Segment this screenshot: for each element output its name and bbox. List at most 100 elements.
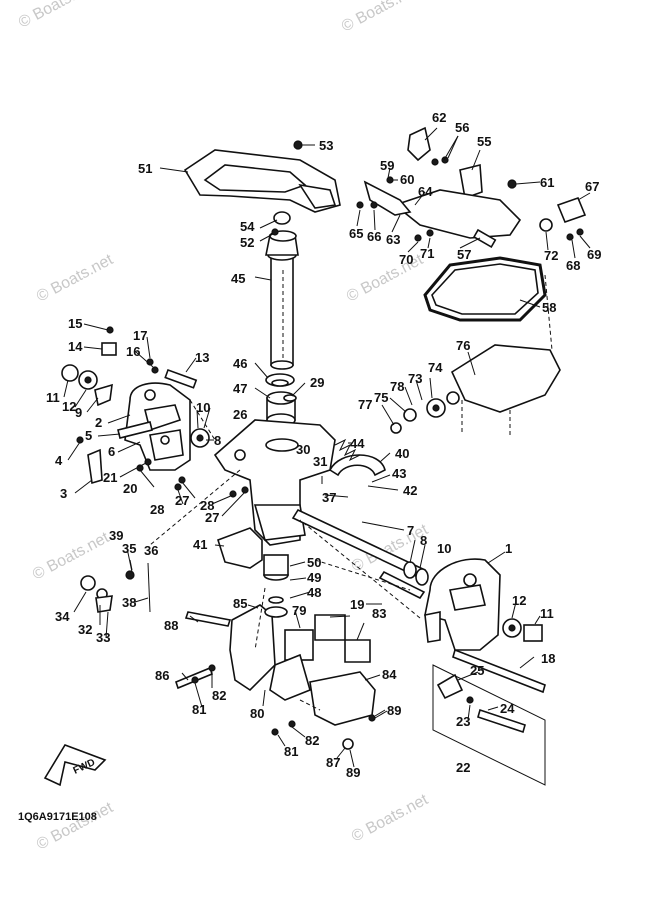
callout-57: 57 <box>457 247 471 262</box>
callout-69: 69 <box>587 247 601 262</box>
callout-12-left: 12 <box>62 399 76 414</box>
callout-68: 68 <box>566 258 580 273</box>
callout-27-right: 27 <box>205 510 219 525</box>
callout-49: 49 <box>307 570 321 585</box>
callout-47: 47 <box>233 381 247 396</box>
swivel-bracket <box>213 419 336 546</box>
callout-3: 3 <box>60 486 67 501</box>
callout-86: 86 <box>155 668 169 683</box>
callout-81-lower: 81 <box>284 744 298 759</box>
callout-67: 67 <box>585 179 599 194</box>
callout-79: 79 <box>292 603 306 618</box>
callout-35: 35 <box>122 541 136 556</box>
callout-60: 60 <box>400 172 414 187</box>
callout-28-right: 28 <box>200 498 214 513</box>
callout-33: 33 <box>96 630 110 645</box>
callout-1: 1 <box>505 541 512 556</box>
watermark-group: © Boats.net © Boats.net © Boats.net © Bo… <box>16 0 431 854</box>
top-right-bracket <box>356 126 587 249</box>
spring <box>334 438 361 462</box>
callout-70: 70 <box>399 252 413 267</box>
steering-shaft <box>265 230 299 370</box>
watermark: © Boats.net <box>30 529 112 584</box>
callout-9: 9 <box>75 405 82 420</box>
watermark: © Boats.net <box>349 791 431 846</box>
callout-88: 88 <box>164 618 178 633</box>
callout-5: 5 <box>85 428 92 443</box>
callout-89-upper: 89 <box>387 703 401 718</box>
watermark: © Boats.net <box>339 0 421 36</box>
callout-41: 41 <box>193 537 207 552</box>
callout-44: 44 <box>350 436 365 451</box>
callout-59: 59 <box>380 158 394 173</box>
watermark: © Boats.net <box>34 799 116 854</box>
hanger <box>328 454 386 477</box>
link-rod-outline <box>432 664 546 786</box>
fwd-arrow: FWD <box>43 744 107 787</box>
callout-46: 46 <box>233 356 247 371</box>
callout-53: 53 <box>319 138 333 153</box>
callout-43: 43 <box>392 466 406 481</box>
right-clamp-bracket <box>424 558 501 651</box>
friction-plate <box>450 344 561 413</box>
callout-22: 22 <box>456 760 470 775</box>
callout-2: 2 <box>95 415 102 430</box>
callout-66: 66 <box>367 229 381 244</box>
callout-84: 84 <box>382 667 397 682</box>
friction-parts <box>390 391 460 434</box>
callout-34: 34 <box>55 609 70 624</box>
left-hardware <box>61 326 249 498</box>
callout-87: 87 <box>326 755 340 770</box>
callout-10-right: 10 <box>437 541 451 556</box>
callout-89-lower: 89 <box>346 765 360 780</box>
callout-21: 21 <box>103 470 117 485</box>
callout-75: 75 <box>374 390 388 405</box>
steering-bracket <box>183 149 341 213</box>
callout-26: 26 <box>233 407 247 422</box>
callout-30: 30 <box>296 442 310 457</box>
watermark: © Boats.net <box>34 251 116 306</box>
callout-labels: 53 51 54 52 45 46 47 29 26 44 30 31 40 4… <box>46 110 601 780</box>
callout-13: 13 <box>195 350 209 365</box>
callout-51: 51 <box>138 161 152 176</box>
callout-56: 56 <box>455 120 469 135</box>
callout-11-right: 11 <box>540 606 554 621</box>
callout-78: 78 <box>390 379 404 394</box>
leader-lines <box>63 127 591 768</box>
callout-15: 15 <box>68 316 82 331</box>
lower-assembly <box>175 554 376 750</box>
steering-plate-inner <box>431 263 539 315</box>
callout-31: 31 <box>313 454 327 469</box>
callout-28-left: 28 <box>150 502 164 517</box>
callout-16: 16 <box>126 344 140 359</box>
callout-6: 6 <box>108 444 115 459</box>
callout-29: 29 <box>310 375 324 390</box>
watermark: © Boats.net <box>16 0 98 32</box>
callout-61: 61 <box>540 175 554 190</box>
callout-82-upper: 82 <box>212 688 226 703</box>
callout-82-lower: 82 <box>305 733 319 748</box>
callout-27-left: 27 <box>175 493 189 508</box>
callout-50: 50 <box>307 555 321 570</box>
callout-55: 55 <box>477 134 491 149</box>
callout-36: 36 <box>144 543 158 558</box>
callout-4: 4 <box>55 453 63 468</box>
callout-63: 63 <box>386 232 400 247</box>
lower-left-hardware <box>80 527 263 613</box>
callout-7: 7 <box>407 523 414 538</box>
callout-83: 83 <box>372 606 386 621</box>
callout-85: 85 <box>233 596 247 611</box>
callout-73: 73 <box>408 371 422 386</box>
watermark: © Boats.net <box>344 251 426 306</box>
callout-81-upper: 81 <box>192 702 206 717</box>
callout-10-left: 10 <box>196 400 210 415</box>
callout-39: 39 <box>109 528 123 543</box>
callout-24: 24 <box>500 701 515 716</box>
callout-74: 74 <box>428 360 443 375</box>
callout-37: 37 <box>322 490 336 505</box>
callout-54: 54 <box>240 219 255 234</box>
callout-72: 72 <box>544 248 558 263</box>
callout-71: 71 <box>420 246 434 261</box>
